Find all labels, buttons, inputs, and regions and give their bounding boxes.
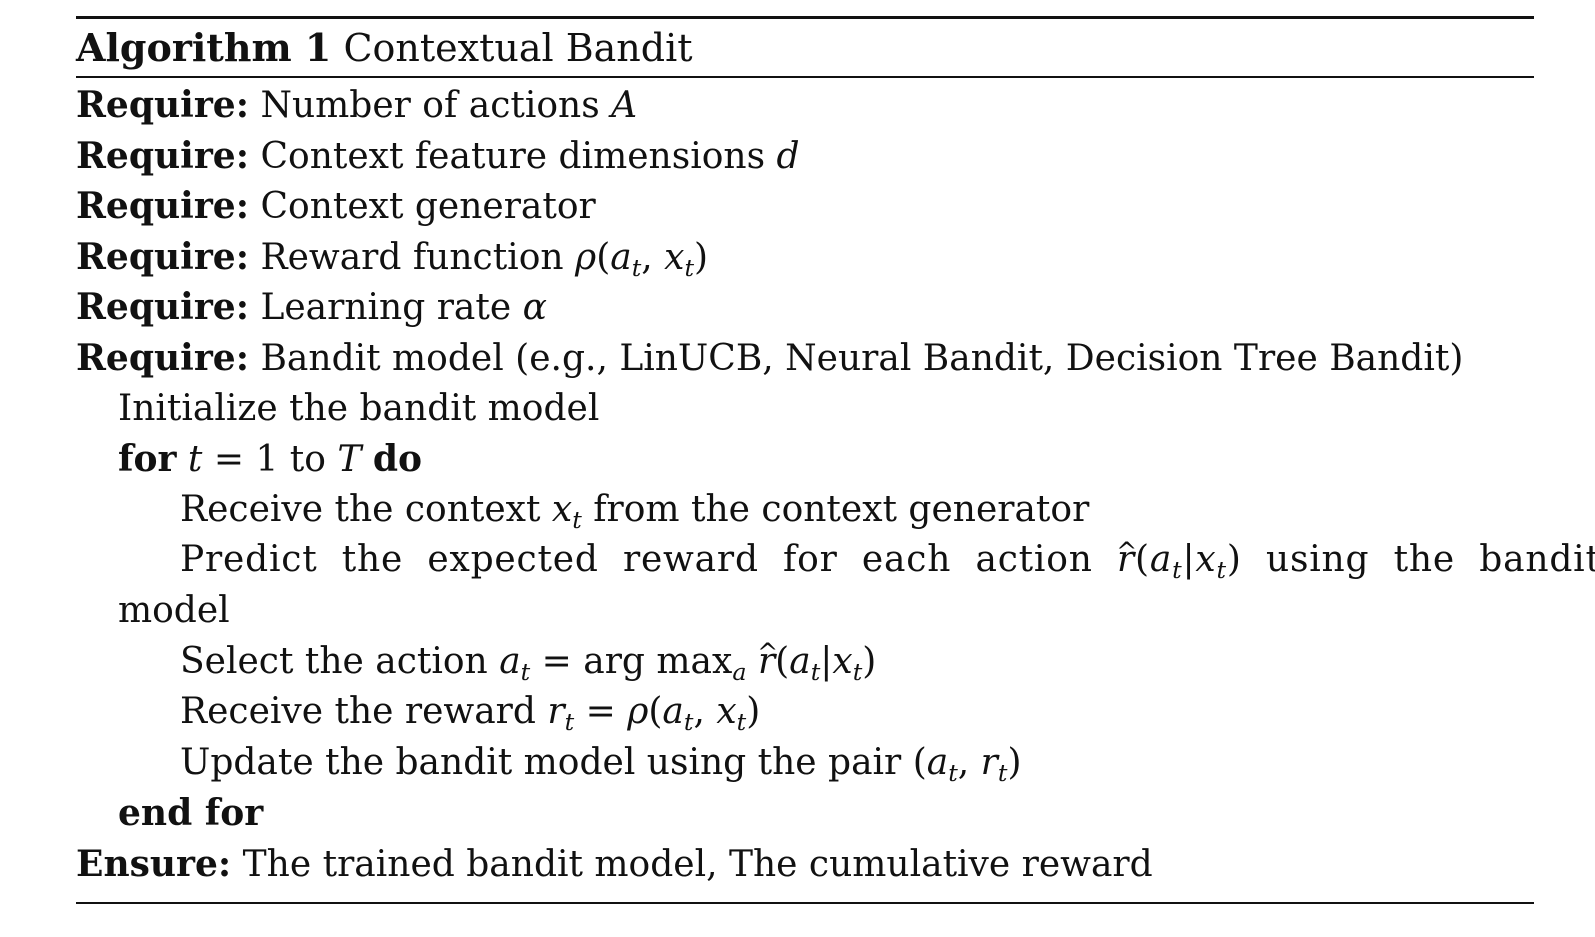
require-text: Context generator <box>260 186 596 228</box>
math-alpha: α <box>522 287 547 329</box>
require-keyword: Require: <box>76 235 250 278</box>
require-keyword: Require: <box>76 84 250 126</box>
require-text: Reward function <box>260 236 564 278</box>
do-keyword: do <box>372 438 423 481</box>
math-reward-function: ρ(at, xt) <box>575 236 709 282</box>
require-text: Context feature dimensions <box>260 135 766 177</box>
receive-reward-line: Receive the reward rt = ρ(at, xt) <box>76 687 1534 738</box>
require-keyword: Require: <box>76 134 250 177</box>
caption-title: Contextual Bandit <box>343 26 693 70</box>
ensure-text: The trained bandit model, The cumulative… <box>242 843 1153 885</box>
require-keyword: Require: <box>76 336 250 379</box>
update-line: Update the bandit model using the pair (… <box>76 738 1534 789</box>
require-line: Require: Bandit model (e.g., LinUCB, Neu… <box>76 333 1534 384</box>
require-line: Require: Reward function ρ(at, xt) <box>76 232 1534 283</box>
require-line: Require: Context feature dimensions d <box>76 131 1534 182</box>
ensure-keyword: Ensure: <box>76 842 232 885</box>
init-text: Initialize the bandit model <box>118 387 600 429</box>
end-for-keyword: end for <box>118 792 264 835</box>
receive-context-pre: Receive the context <box>180 488 541 530</box>
caption-label: Algorithm 1 <box>76 25 332 70</box>
require-keyword: Require: <box>76 185 250 228</box>
bottom-rule <box>76 901 1534 904</box>
algorithm-lines: Require: Number of actions A Require: Co… <box>76 78 1595 890</box>
require-text: Number of actions <box>260 85 600 126</box>
receive-context-post: from the context generator <box>593 488 1090 530</box>
algorithm-block: Algorithm 1 Contextual Bandit Require: N… <box>76 16 1595 904</box>
predict-wrap: model <box>118 589 230 631</box>
math-pair: (at, rt) <box>912 741 1022 787</box>
predict-pre: Predict the expected reward for each act… <box>180 539 1093 581</box>
select-action-line: Select the action at = arg maxa r(at|xt) <box>76 637 1534 688</box>
math-argmax: at = arg maxa r(at|xt) <box>499 641 876 684</box>
ensure-line: Ensure: The trained bandit model, The cu… <box>76 839 1534 890</box>
require-line: Require: Context generator <box>76 181 1534 232</box>
init-line: Initialize the bandit model <box>76 384 1534 435</box>
predict-line-wrap: model <box>76 586 1534 637</box>
predict-post: using the bandit <box>1265 539 1595 581</box>
update-pre: Update the bandit model using the pair <box>180 741 902 783</box>
select-pre: Select the action <box>180 640 488 682</box>
algorithm-caption: Algorithm 1 Contextual Bandit <box>76 19 1534 76</box>
math-d: d <box>776 135 800 177</box>
math-A: A <box>611 85 638 126</box>
require-text: Bandit model (e.g., LinUCB, Neural Bandi… <box>260 337 1464 379</box>
require-line: Require: Learning rate α <box>76 282 1534 333</box>
caption-rule <box>76 76 1534 78</box>
predict-line: Predict the expected reward for each act… <box>76 535 1595 586</box>
receive-reward-pre: Receive the reward <box>180 691 536 733</box>
math-reward: rt = ρ(at, xt) <box>547 691 761 737</box>
math-predicted-reward: r(at|xt) <box>1117 539 1242 582</box>
for-condition: t = 1 to T <box>187 439 362 481</box>
require-line: Require: Number of actions A <box>76 80 1534 131</box>
for-line: for t = 1 to T do <box>76 434 1534 485</box>
receive-context-line: Receive the context xt from the context … <box>76 485 1534 536</box>
for-keyword: for <box>118 438 177 481</box>
end-for-line: end for <box>76 788 1534 839</box>
require-text: Learning rate <box>260 287 512 329</box>
require-keyword: Require: <box>76 286 250 329</box>
top-rule <box>76 16 1534 19</box>
math-x-t: xt <box>551 488 582 534</box>
